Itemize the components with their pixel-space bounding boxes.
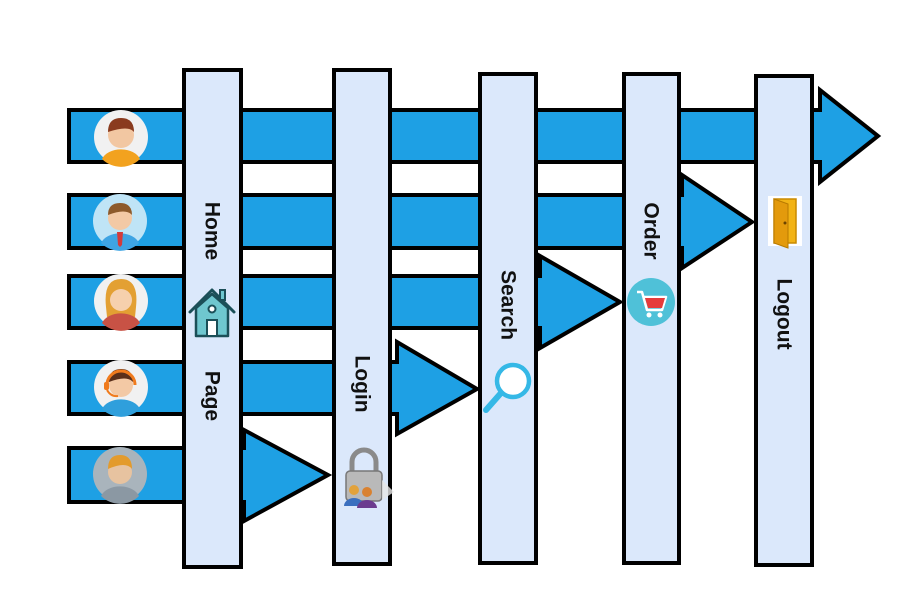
stage-bar-logout (754, 74, 814, 567)
stage-bars (182, 68, 814, 569)
stage-label-search: Search (497, 270, 520, 340)
stage-label-home: Home (201, 202, 224, 260)
stage-label-logout: Logout (773, 278, 796, 349)
padlock-icon (344, 447, 394, 508)
man-orange-shirt-avatar (94, 110, 148, 167)
magnifier-icon (483, 362, 532, 413)
headset-agent-avatar (94, 360, 148, 417)
door-icon (768, 196, 802, 249)
stage-label-order: Order (640, 202, 663, 259)
man-tie-avatar (93, 194, 147, 251)
man-grey-avatar (93, 447, 147, 504)
house-icon (188, 288, 236, 338)
stage-label-login: Login (351, 355, 374, 412)
woman-avatar (94, 274, 148, 331)
shopping-cart-icon (627, 278, 675, 326)
stage-bar-order (622, 72, 681, 565)
stage-label-page: Page (201, 371, 224, 421)
stage-bar-search (478, 72, 538, 565)
